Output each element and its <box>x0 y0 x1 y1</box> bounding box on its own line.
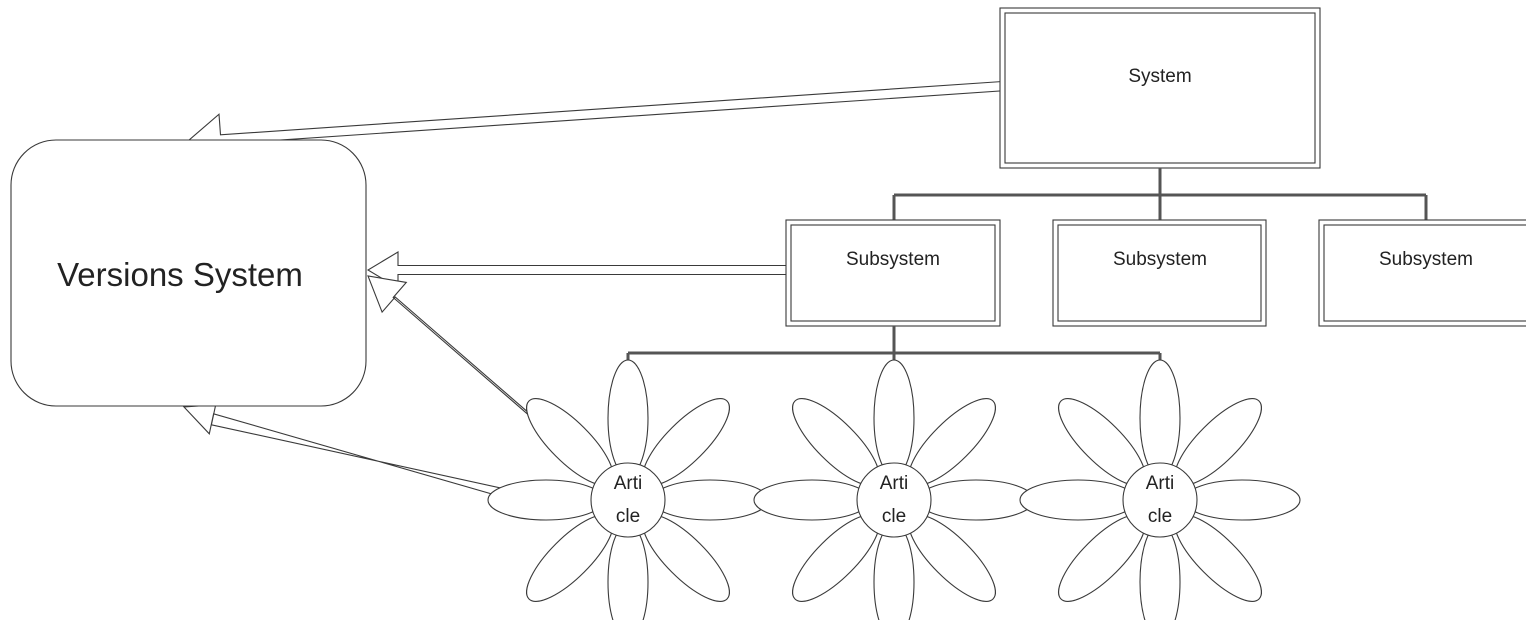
system-node: System <box>999 7 1321 169</box>
system-connectors <box>892 168 1428 223</box>
article-flower-2: Arti cle <box>753 359 1035 620</box>
article-petal <box>917 479 1035 521</box>
versions-system-label: Versions System <box>57 256 303 293</box>
article-flower-3: Arti cle <box>1019 359 1301 620</box>
subsystem-label: Subsystem <box>1379 249 1473 270</box>
versions-system-node: Versions System <box>10 139 367 407</box>
article-petal <box>1139 359 1181 477</box>
article-petal <box>607 359 649 477</box>
article-petal <box>487 479 605 521</box>
subsystem-label: Subsystem <box>846 249 940 270</box>
subsystem-node-2: Subsystem <box>1052 219 1267 327</box>
article-flower-1: Arti cle <box>487 359 769 620</box>
article-petal <box>873 523 915 620</box>
article-label-line1: Arti <box>880 473 909 494</box>
subsystem-label: Subsystem <box>1113 249 1207 270</box>
arrow-subsystem-to-versions <box>366 251 791 289</box>
article-center <box>590 462 666 538</box>
article-petal <box>873 359 915 477</box>
article-label-line2: cle <box>616 506 640 527</box>
system-box-outer <box>999 7 1321 169</box>
article-petal <box>651 479 769 521</box>
arrow-article-to-versions-lower <box>182 404 513 500</box>
article-petal <box>1019 479 1137 521</box>
system-label: System <box>1128 66 1191 87</box>
article-label-line2: cle <box>1148 506 1172 527</box>
versions-system-box <box>10 139 367 407</box>
article-center <box>1122 462 1198 538</box>
article-center <box>856 462 932 538</box>
article-petal <box>1183 479 1301 521</box>
article-petal <box>607 523 649 620</box>
article-label-line1: Arti <box>1146 473 1175 494</box>
article-petal <box>1139 523 1181 620</box>
subsystem-node-3: Subsystem <box>1318 219 1526 327</box>
system-box-inner <box>1004 12 1316 164</box>
subsystem-node-1: Subsystem <box>785 219 1001 327</box>
article-label-line2: cle <box>882 506 906 527</box>
article-petal <box>753 479 871 521</box>
article-label-line1: Arti <box>614 473 643 494</box>
